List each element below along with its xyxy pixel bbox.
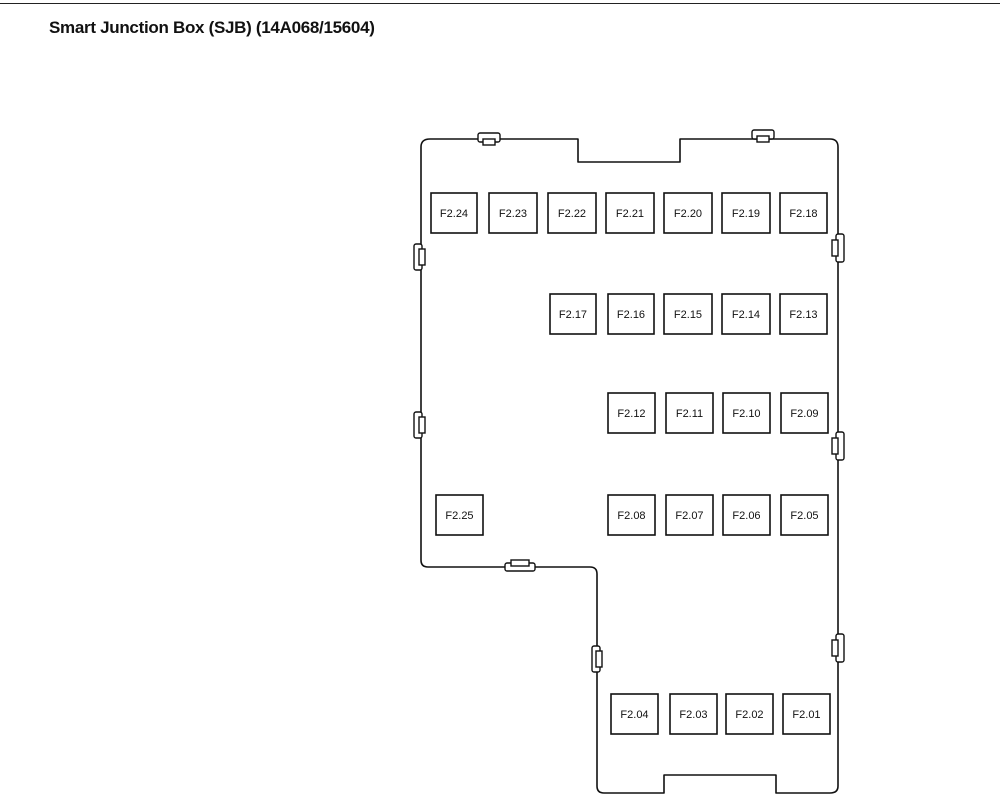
fuse-slot-box <box>780 392 829 434</box>
fuse-label: F2.25 <box>445 510 473 522</box>
fuse-slot: F2.07 <box>665 494 714 536</box>
fuse-slot: F2.04 <box>610 693 659 735</box>
fuse-label: F2.14 <box>732 309 760 321</box>
fuse-slot: F2.25 <box>435 494 484 536</box>
fuse-label: F2.24 <box>440 208 468 220</box>
fuse-slot: F2.10 <box>722 392 771 434</box>
fuse-label: F2.03 <box>679 709 707 721</box>
page-title: Smart Junction Box (SJB) (14A068/15604) <box>49 18 375 37</box>
fuse-slot: F2.11 <box>665 392 714 434</box>
fuse-slot: F2.12 <box>607 392 656 434</box>
fuse-slot-box <box>669 693 718 735</box>
clip-tab-left-upper-inner <box>418 248 426 266</box>
fuse-slot-box <box>435 494 484 536</box>
fuse-label: F2.15 <box>674 309 702 321</box>
fuse-slot-box <box>549 293 597 335</box>
fuse-slot: F2.15 <box>663 293 713 335</box>
fuse-slot: F2.09 <box>780 392 829 434</box>
fuse-label: F2.10 <box>732 408 760 420</box>
fuse-slot-box <box>610 693 659 735</box>
fuse-layer: F2.24 F2.23 F2.22 F2.21 F2.20 F2.19 F2.18F2.17… <box>430 192 831 735</box>
fuse-slot-box <box>779 192 828 234</box>
fuse-slot: F2.13 <box>779 293 828 335</box>
top-rule <box>0 3 1000 4</box>
fuse-slot-box <box>547 192 597 234</box>
fuse-slot: F2.02 <box>725 693 774 735</box>
fuse-label: F2.13 <box>789 309 817 321</box>
fuse-slot-box <box>722 392 771 434</box>
fuse-slot-box <box>665 392 714 434</box>
fuse-label: F2.07 <box>675 510 703 522</box>
fuse-slot: F2.22 <box>547 192 597 234</box>
fuse-slot-box <box>430 192 478 234</box>
fuse-slot: F2.19 <box>721 192 771 234</box>
fuse-label: F2.17 <box>559 309 587 321</box>
fuse-label: F2.12 <box>617 408 645 420</box>
fuse-label: F2.21 <box>616 208 644 220</box>
fuse-label: F2.18 <box>789 208 817 220</box>
fuse-label: F2.06 <box>732 510 760 522</box>
fuse-slot-box <box>663 293 713 335</box>
fuse-slot-box <box>782 693 831 735</box>
fuse-slot-box <box>721 192 771 234</box>
fuse-slot: F2.17 <box>549 293 597 335</box>
fuse-slot-box <box>605 192 655 234</box>
fuse-label: F2.20 <box>674 208 702 220</box>
fuse-label: F2.04 <box>620 709 648 721</box>
fuse-slot: F2.14 <box>721 293 771 335</box>
fuse-label: F2.16 <box>617 309 645 321</box>
fuse-slot: F2.06 <box>722 494 771 536</box>
fuse-slot-box <box>663 192 713 234</box>
clip-tab-step-bottom-inner <box>510 559 530 567</box>
fuse-slot-box <box>488 192 538 234</box>
fuse-label: F2.19 <box>732 208 760 220</box>
fuse-label: F2.08 <box>617 510 645 522</box>
fuse-slot: F2.20 <box>663 192 713 234</box>
fuse-slot: F2.05 <box>780 494 829 536</box>
fuse-label: F2.02 <box>735 709 763 721</box>
fuse-label: F2.05 <box>790 510 818 522</box>
clip-tab-right-upper-inner <box>831 239 839 257</box>
fuse-slot: F2.21 <box>605 192 655 234</box>
clip-tab-lower-left-inner <box>595 650 603 668</box>
housing-outline <box>420 138 839 794</box>
clip-tab-right-middle-inner <box>831 437 839 455</box>
fuse-slot: F2.16 <box>607 293 655 335</box>
fuse-slot-box <box>722 494 771 536</box>
fuse-slot: F2.01 <box>782 693 831 735</box>
fuse-slot-box <box>607 293 655 335</box>
fuse-slot: F2.23 <box>488 192 538 234</box>
fuse-label: F2.11 <box>676 408 703 420</box>
clip-tab-top-left-inner <box>482 138 496 146</box>
fuse-slot: F2.18 <box>779 192 828 234</box>
fuse-slot-box <box>725 693 774 735</box>
fuse-slot: F2.03 <box>669 693 718 735</box>
fuse-slot-box <box>721 293 771 335</box>
fuse-label: F2.22 <box>558 208 586 220</box>
clip-tab-top-right-inner <box>756 135 770 143</box>
clip-tab-right-lower-inner <box>831 639 839 657</box>
fuse-slot-box <box>607 494 656 536</box>
fuse-label: F2.01 <box>792 709 820 721</box>
fuse-slot-box <box>779 293 828 335</box>
fuse-slot-box <box>607 392 656 434</box>
fuse-label: F2.09 <box>790 408 818 420</box>
fuse-slot-box <box>665 494 714 536</box>
fuse-label: F2.23 <box>499 208 527 220</box>
clip-tab-left-middle-inner <box>418 416 426 434</box>
fuse-slot: F2.08 <box>607 494 656 536</box>
fuse-slot: F2.24 <box>430 192 478 234</box>
fuse-slot-box <box>780 494 829 536</box>
